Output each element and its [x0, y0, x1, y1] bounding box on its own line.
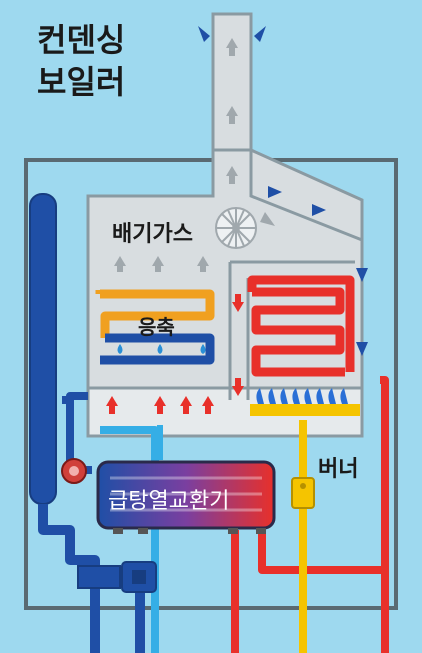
gas-valve-icon: [291, 477, 315, 509]
pipes: [38, 376, 389, 653]
main-heat-exchanger: [251, 287, 345, 377]
condensation-label: 응축: [138, 315, 175, 339]
exhaust-outlet-arrows: [198, 26, 266, 42]
cabinet-outline: [24, 158, 398, 610]
hot-water-exchanger-label: 급탕열교환기: [108, 489, 230, 514]
exhaust-gas-label: 배기가스: [112, 222, 193, 247]
flame-icon: [256, 388, 348, 404]
burner-flames: [250, 388, 360, 416]
hot-water-exchanger: [96, 460, 276, 530]
title-line-1: 컨덴싱: [37, 21, 126, 59]
title-line-2: 보일러: [37, 63, 126, 101]
valve-block: [77, 561, 157, 593]
condensing-coil: [95, 289, 215, 365]
exchanger-ports: [113, 528, 266, 534]
fan-icon: [215, 207, 257, 249]
heat-arrows: [106, 294, 244, 414]
water-drop-icon: [117, 344, 206, 354]
pump-icon: [61, 458, 87, 484]
expansion-vessel: [29, 193, 57, 505]
burner-label: 버너: [318, 457, 359, 482]
inlet-arrows: [268, 186, 368, 356]
flue-arrows: [226, 38, 238, 184]
gray-arrows: [114, 212, 275, 272]
